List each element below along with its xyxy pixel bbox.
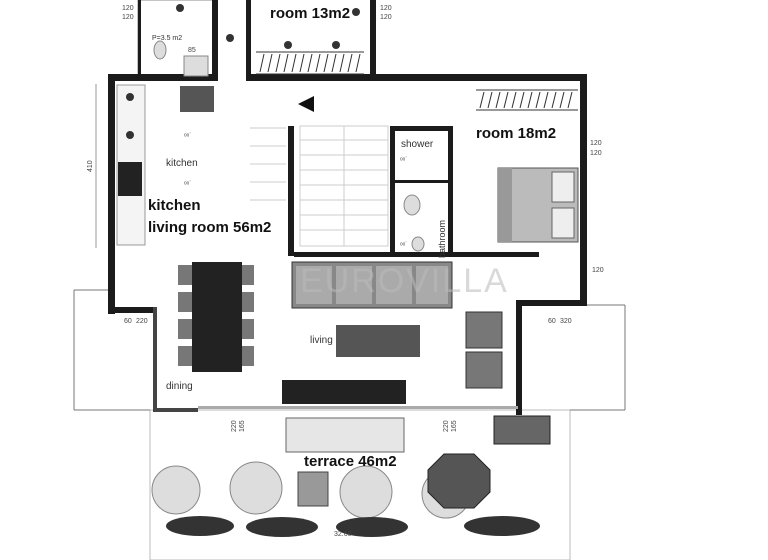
armchair-icon: [465, 351, 503, 389]
living-room-label: living room 56m2: [148, 219, 271, 236]
terrace-bench: [285, 417, 405, 453]
wall-stair: [288, 126, 294, 256]
plant-icon: [464, 516, 540, 536]
wall-right-lower: [516, 300, 522, 415]
wall-left: [108, 74, 115, 314]
terrace-label: terrace 46m2: [304, 453, 397, 470]
wardrobe: [256, 51, 364, 75]
watermark: EUROVILLA: [300, 262, 509, 300]
plant-icon: [246, 517, 318, 537]
dim-label: 32.60: [334, 531, 352, 538]
dim-label: 60: [548, 318, 556, 325]
dim-label: 120: [380, 14, 392, 21]
toilet-icon: [403, 194, 421, 216]
wc-area-label: P=3.5 m2: [152, 35, 182, 42]
dim-label: 120: [592, 267, 604, 274]
light-fixture-icon: [176, 4, 184, 12]
kitchen-label: kitchen: [148, 197, 201, 214]
sink-icon: [183, 55, 209, 77]
light-fixture-icon: [352, 8, 360, 16]
wall-right-step: [520, 300, 587, 306]
dim-label: 120: [122, 14, 134, 21]
dim-label: 410: [87, 160, 94, 172]
wall-top-left: [108, 74, 218, 81]
dim-label: 320: [560, 318, 572, 325]
armchair-icon: [465, 311, 503, 349]
side-table: [493, 415, 551, 445]
parasol-icon: [151, 465, 201, 515]
parasol-icon: [339, 465, 393, 519]
light-fixture-icon: [332, 41, 340, 49]
kitchen-appliance: [180, 86, 214, 112]
room-18-label: room 18m2: [476, 125, 556, 142]
kitchen-stove: [118, 162, 142, 196]
coffee-table: [336, 325, 420, 357]
wall-bath-left: [390, 126, 395, 256]
wall: [212, 0, 218, 80]
dim-label: 120: [122, 5, 134, 12]
wall-left-step: [108, 307, 153, 313]
parasol-icon: [229, 461, 283, 515]
glass-wall: [198, 406, 518, 409]
staircase: [250, 125, 389, 247]
sofa-icon: [291, 261, 453, 309]
living-label: living: [310, 335, 333, 346]
plant-icon: [336, 517, 408, 537]
wall-bath-top: [390, 126, 452, 131]
wall-right: [580, 74, 587, 306]
bed-icon: [497, 167, 579, 243]
room-13-label: room 13m2: [270, 5, 350, 22]
dim-label: 220: [136, 318, 148, 325]
dining-label: dining: [166, 381, 193, 392]
wall-shower: [395, 180, 448, 183]
wall-top: [246, 74, 586, 81]
arrow-icon: [298, 96, 314, 112]
plant-icon: [166, 516, 234, 536]
lounge-chair: [297, 471, 329, 507]
light-fixture-icon: [226, 34, 234, 42]
sink-icon: [411, 236, 425, 252]
wall-mid: [294, 252, 539, 257]
kitchen-small-label: kitchen: [166, 158, 198, 169]
light-fixture-icon: [126, 131, 134, 139]
tv-unit: [282, 380, 406, 404]
table-icon: [178, 262, 254, 372]
wall-dining: [153, 307, 157, 412]
shower-label: shower: [401, 139, 434, 150]
dim-label: 165: [239, 420, 246, 432]
dim-label: 60: [124, 318, 132, 325]
light-fixture-icon: [284, 41, 292, 49]
dim-label: 85: [188, 47, 196, 54]
wall-bottom-left: [153, 408, 198, 412]
terrace-outline: [149, 409, 571, 560]
wall: [138, 0, 141, 80]
dim-label: 120: [380, 5, 392, 12]
wall: [370, 0, 376, 80]
wall-bath-right: [448, 126, 453, 256]
dim-label: 220: [443, 420, 450, 432]
light-fixture-icon: ᵒᵒ˙: [400, 241, 408, 249]
wall: [246, 0, 251, 80]
dim-label: 165: [451, 420, 458, 432]
dim-label: 220: [231, 420, 238, 432]
table-icon: [427, 453, 491, 509]
light-fixture-icon: ᵒᵒ˙: [184, 132, 192, 140]
dim-label: 120: [590, 140, 602, 147]
light-fixture-icon: ᵒᵒ˙: [184, 180, 192, 188]
wardrobe: [476, 89, 578, 111]
bathroom-label: bathroom: [437, 220, 447, 258]
light-fixture-icon: ᵒᵒ˙: [400, 156, 408, 164]
light-fixture-icon: [126, 93, 134, 101]
dim-label: 120: [590, 150, 602, 157]
toilet-icon: [153, 40, 167, 60]
